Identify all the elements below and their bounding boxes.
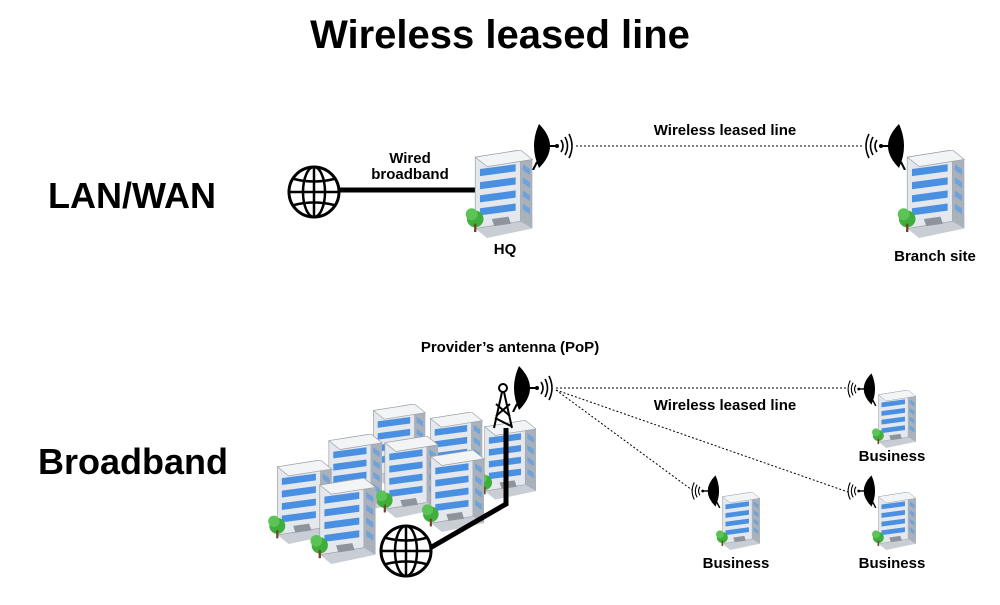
- branch-building-icon: [897, 150, 965, 238]
- broadband-link-label: Wireless leased line: [653, 397, 797, 414]
- branch-dish-icon: [864, 122, 907, 170]
- business-3-building-icon: [871, 492, 917, 550]
- cluster-building-icon: [309, 478, 377, 564]
- provider-tower-icon: [493, 383, 513, 429]
- wireless-link-business-2: [555, 389, 849, 493]
- hq-dish-icon: [531, 122, 574, 170]
- provider-wired-link: [428, 428, 509, 551]
- business-2-building-icon: [715, 492, 761, 550]
- lan-wan-section-label: LAN/WAN: [48, 175, 216, 216]
- business-1-dish-icon: [847, 372, 877, 406]
- business-1-building-icon: [871, 390, 917, 448]
- business-1-label: Business: [858, 448, 926, 465]
- business-3-dish-icon: [847, 474, 877, 508]
- wired-label-line1: Wired: [389, 150, 431, 167]
- provider-antenna-label: Provider’s antenna (PoP): [420, 339, 600, 356]
- lan-wan-link-label: Wireless leased line: [653, 122, 797, 139]
- hq-building-icon: [465, 150, 533, 238]
- provider-dish-icon: [511, 364, 554, 412]
- business-2-dish-icon: [691, 474, 721, 508]
- wired-label-line2: broadband: [371, 166, 449, 183]
- branch-site-label: Branch site: [894, 248, 976, 265]
- business-2-label: Business: [702, 555, 770, 572]
- broadband-section-label: Broadband: [38, 441, 229, 482]
- hq-label: HQ: [493, 241, 517, 258]
- wireless-link-business-3: [555, 389, 693, 491]
- diagram-title: Wireless leased line: [310, 13, 690, 57]
- broadband-globe-icon: [379, 524, 433, 578]
- business-3-label: Business: [858, 555, 926, 572]
- internet-globe-icon: [287, 165, 341, 219]
